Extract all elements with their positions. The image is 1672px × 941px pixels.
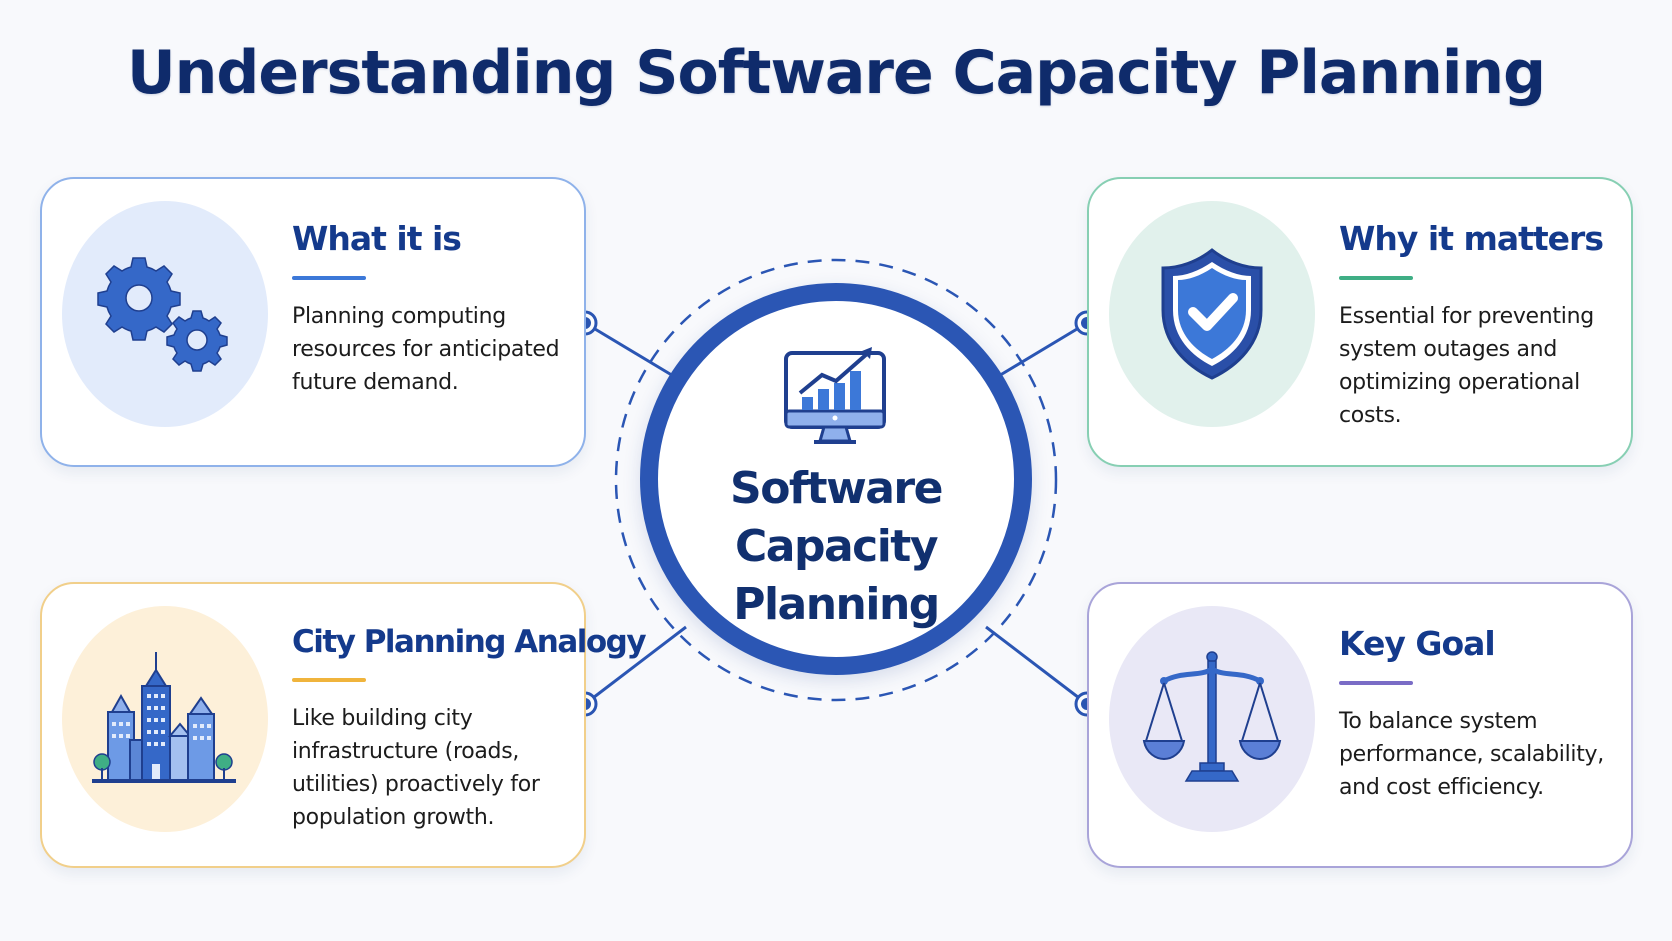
icon-badge — [1109, 606, 1315, 832]
card-description: To balance system performance, scalabili… — [1339, 709, 1604, 800]
card-key-goal: Key Goal To balance system performance, … — [1087, 582, 1633, 868]
card-content: City Planning Analogy Like building city… — [292, 624, 647, 834]
card-title: City Planning Analogy — [292, 624, 647, 660]
page-title: Understanding Software Capacity Planning — [126, 38, 1546, 108]
card-title: Key Goal — [1339, 624, 1496, 663]
card-city-planning-analogy: City Planning Analogy Like building city… — [40, 582, 647, 868]
monitor-growth-chart-icon — [784, 347, 886, 444]
shield-check-icon — [1161, 248, 1263, 380]
card-description: Planning computing resources for anticip… — [292, 304, 560, 395]
card-title: What it is — [292, 219, 462, 258]
card-description: Like building city infrastructure (roads… — [292, 706, 540, 830]
accent-underline — [1339, 681, 1413, 685]
balance-scale-icon — [1142, 651, 1282, 782]
icon-badge — [62, 606, 268, 832]
card-title: Why it matters — [1339, 219, 1604, 258]
card-what-it-is: What it is Planning computing resources … — [40, 177, 586, 467]
icon-badge — [1109, 201, 1315, 427]
card-content: Key Goal To balance system performance, … — [1339, 624, 1629, 804]
city-buildings-icon — [92, 652, 236, 783]
center-title: Software Capacity Planning — [640, 460, 1032, 634]
accent-underline — [292, 678, 366, 682]
card-content: What it is Planning computing resources … — [292, 219, 582, 399]
center-title-line-1: Software — [730, 463, 943, 514]
card-why-it-matters: Why it matters Essential for preventing … — [1087, 177, 1633, 467]
center-title-line-3: Planning — [733, 579, 940, 630]
accent-underline — [292, 276, 366, 280]
card-content: Why it matters Essential for preventing … — [1339, 219, 1629, 432]
gears-icon — [97, 257, 228, 372]
icon-badge — [62, 201, 268, 427]
accent-underline — [1339, 276, 1413, 280]
card-description: Essential for preventing system outages … — [1339, 304, 1594, 428]
center-title-line-2: Capacity — [734, 521, 939, 572]
